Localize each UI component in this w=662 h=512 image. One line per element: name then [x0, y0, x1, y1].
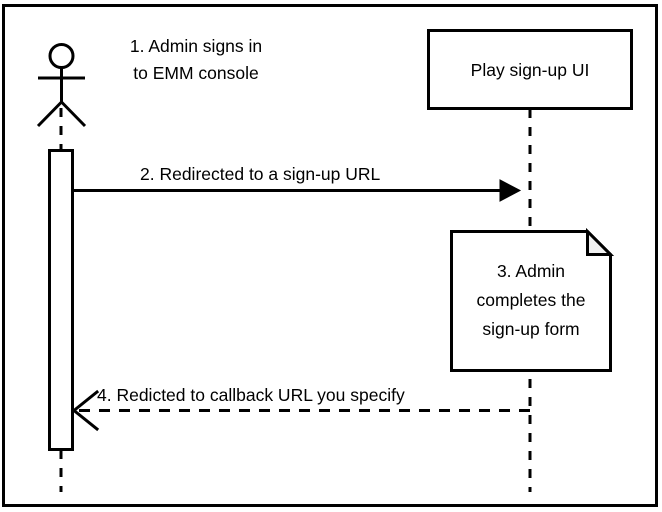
- message-step-4-label: 4. Redicted to callback URL you specify: [97, 385, 405, 405]
- message-step-4[interactable]: 4. Redicted to callback URL you specify: [71, 385, 530, 432]
- lifeline-box-label-play-ui: Play sign-up UI: [471, 60, 590, 80]
- message-step-2[interactable]: 2. Redirected to a sign-up URL: [73, 164, 522, 202]
- activation-bar-admin: [48, 149, 74, 451]
- step-1-line-2: to EMM console: [133, 63, 258, 83]
- step-1-line-1: 1. Admin signs in: [130, 36, 262, 56]
- actor-head-icon: [48, 43, 75, 69]
- message-step-2-arrowhead-icon: [499, 179, 522, 202]
- lifeline-box-play-ui[interactable]: [427, 29, 633, 110]
- note-step-3[interactable]: 3. Admin completes the sign-up form: [450, 227, 615, 372]
- note-step-3-line-2: completes the: [477, 290, 586, 310]
- note-step-3-line-1: 3. Admin: [497, 261, 565, 281]
- actor-leg-right-icon: [60, 100, 87, 128]
- note-step-3-body: [450, 230, 612, 372]
- actor-stick-figure-icon: [36, 43, 87, 128]
- note-step-3-fold-icon: [586, 227, 615, 256]
- step-1-caption: 1. Admin signs in to EMM console: [130, 36, 262, 83]
- participant-admin[interactable]: [36, 43, 87, 493]
- participant-play-ui[interactable]: Play sign-up UI: [427, 29, 633, 493]
- actor-leg-left-icon: [36, 100, 63, 128]
- note-step-3-line-3: sign-up form: [482, 319, 579, 339]
- message-step-2-label: 2. Redirected to a sign-up URL: [140, 164, 381, 184]
- message-step-4-arrowhead-icon: [71, 389, 100, 432]
